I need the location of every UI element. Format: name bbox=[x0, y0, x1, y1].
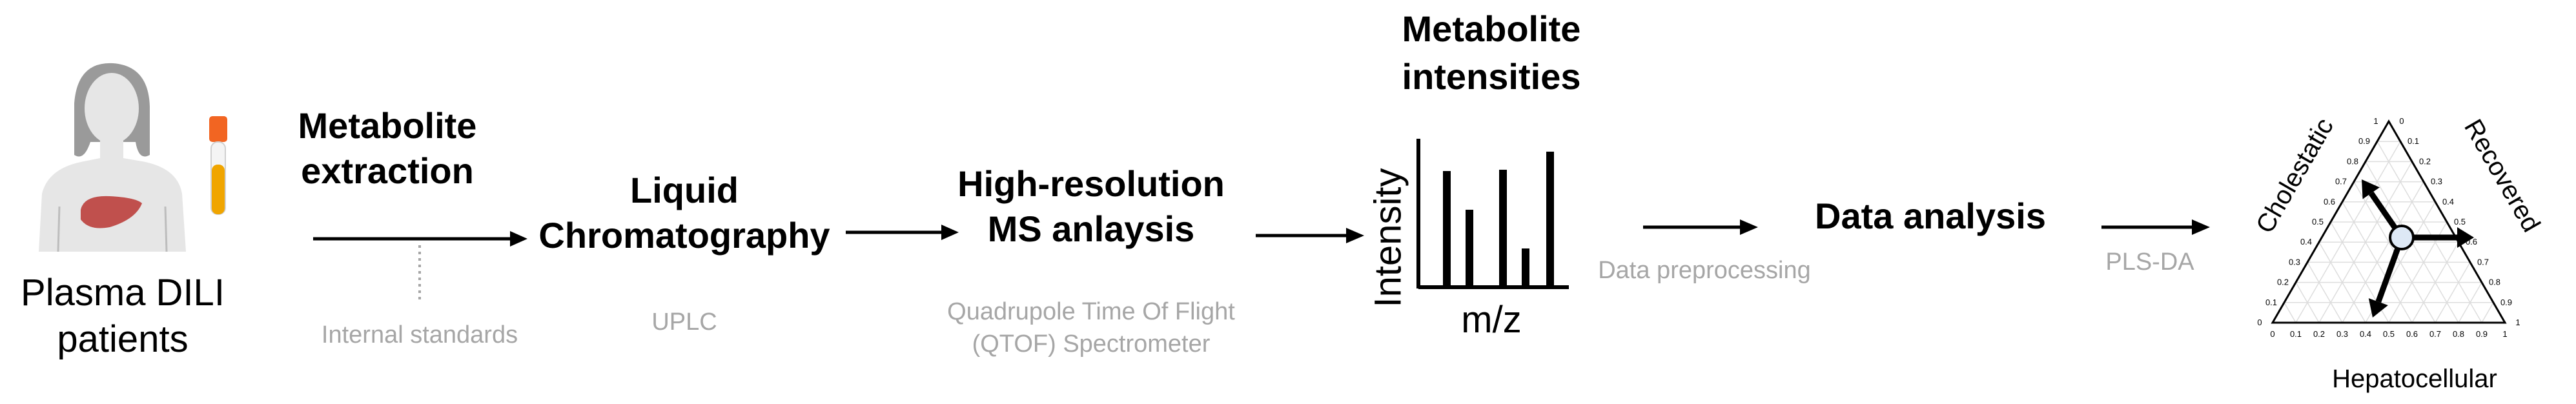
arrow-preprocessing bbox=[1643, 219, 1758, 235]
ternary-tick-label: 0.7 bbox=[2477, 257, 2489, 267]
preprocessing-sub: Data preprocessing bbox=[1598, 257, 1811, 284]
spectrum-peak bbox=[1499, 170, 1507, 287]
ternary-tick-label: 1 bbox=[2515, 318, 2520, 327]
ternary-tick-label: 0.6 bbox=[2324, 197, 2335, 207]
arrow-lc bbox=[846, 225, 959, 240]
blood-tube-icon bbox=[209, 116, 227, 215]
extraction-sub: Internal standards bbox=[321, 321, 518, 348]
spectrum-peak bbox=[1522, 248, 1529, 287]
ternary-tick-label: 0.4 bbox=[2300, 237, 2312, 247]
ternary-tick-label: 0.8 bbox=[2453, 329, 2464, 339]
ternary-arrow-hepatocellular-head bbox=[2368, 298, 2388, 318]
spectrum-peak bbox=[1466, 210, 1473, 287]
ternary-tick-label: 0.1 bbox=[2290, 329, 2302, 339]
ternary-tick-label: 0.2 bbox=[2419, 156, 2431, 166]
ternary-tick-label: 1 bbox=[2502, 329, 2507, 339]
ternary-center-node bbox=[2389, 225, 2415, 250]
ternary-grid-line bbox=[2342, 181, 2424, 323]
ternary-tick-label: 0.4 bbox=[2442, 197, 2454, 207]
ternary-grid-line bbox=[2307, 262, 2343, 323]
ternary-tick-label: 0.9 bbox=[2358, 136, 2370, 146]
lc-title: Liquid Chromatography bbox=[538, 170, 830, 256]
analysis-title: Data analysis bbox=[1815, 196, 2046, 236]
ternary-tick-label: 0.1 bbox=[2407, 136, 2419, 146]
ternary-tick-label: 0.9 bbox=[2500, 298, 2512, 307]
ternary-arrow-cholestatic-head bbox=[2362, 179, 2380, 199]
ternary-tick-label: 0 bbox=[2399, 116, 2404, 126]
ternary-outline bbox=[2271, 119, 2507, 324]
ternary-tick-label: 0.7 bbox=[2429, 329, 2441, 339]
arrow-analysis bbox=[2101, 219, 2210, 235]
patient-icon bbox=[39, 63, 186, 252]
liver-icon bbox=[81, 196, 142, 228]
spectrum-peak bbox=[1443, 171, 1451, 287]
ms-title: High-resolution MS anlaysis bbox=[957, 163, 1225, 249]
ternary-tick-label: 0.8 bbox=[2489, 278, 2500, 287]
ternary-tick-label: 0.1 bbox=[2265, 298, 2277, 307]
ternary-tick-label: 0.2 bbox=[2277, 278, 2289, 287]
analysis-sub: PLS-DA bbox=[2105, 248, 2194, 276]
dotted-connector bbox=[418, 245, 421, 303]
ternary-tick-label: 0.4 bbox=[2360, 329, 2371, 339]
ternary-tick-label: 0 bbox=[2257, 318, 2262, 327]
ternary-tick-label: 0.5 bbox=[2312, 217, 2324, 227]
ternary-tick-label: 0.2 bbox=[2313, 329, 2325, 339]
ternary-tick-label: 0.9 bbox=[2476, 329, 2488, 339]
ternary-grid-line bbox=[2377, 141, 2482, 323]
lc-sub: UPLC bbox=[651, 308, 717, 336]
arrow-ms bbox=[1256, 228, 1364, 243]
ternary-tick-label: 0.3 bbox=[2289, 257, 2300, 267]
ternary-tick-label: 0.5 bbox=[2383, 329, 2395, 339]
ternary-tick-label: 0 bbox=[2270, 329, 2274, 339]
patient-label: Plasma DILI patients bbox=[21, 272, 225, 360]
ternary-grid-line bbox=[2435, 262, 2471, 323]
ternary-tick-label: 0.6 bbox=[2406, 329, 2418, 339]
ternary-tick-label: 0.7 bbox=[2335, 177, 2347, 187]
mz-axis-label: m/z bbox=[1461, 299, 1522, 341]
ternary-tick-label: 1 bbox=[2373, 116, 2378, 126]
ternary-bottom-axis: Hepatocellular bbox=[2332, 365, 2497, 393]
ternary-tick-label: 0.8 bbox=[2347, 156, 2358, 166]
ternary-grid-line bbox=[2284, 302, 2296, 323]
ternary-tick-label: 0.5 bbox=[2454, 217, 2466, 227]
ternary-grid-line bbox=[2318, 161, 2413, 323]
arrow-extraction bbox=[313, 231, 527, 247]
ms-sub: Quadrupole Time Of Flight (QTOF) Spectro… bbox=[947, 298, 1235, 358]
intensities-title: Metabolite intensities bbox=[1402, 8, 1581, 97]
extraction-title: Metabolite extraction bbox=[298, 105, 477, 191]
intensity-axis-label: Intensity bbox=[1367, 168, 1409, 308]
ternary-tick-label: 0.3 bbox=[2336, 329, 2348, 339]
ternary-tick-label: 0.3 bbox=[2431, 177, 2442, 187]
ternary-grid-line bbox=[2295, 141, 2401, 323]
spectrum-peak bbox=[1546, 152, 1554, 287]
spectrum-chart bbox=[1416, 139, 1569, 289]
ternary-arrow-recovered-head bbox=[2457, 227, 2474, 248]
ternary-grid-line bbox=[2481, 302, 2494, 323]
